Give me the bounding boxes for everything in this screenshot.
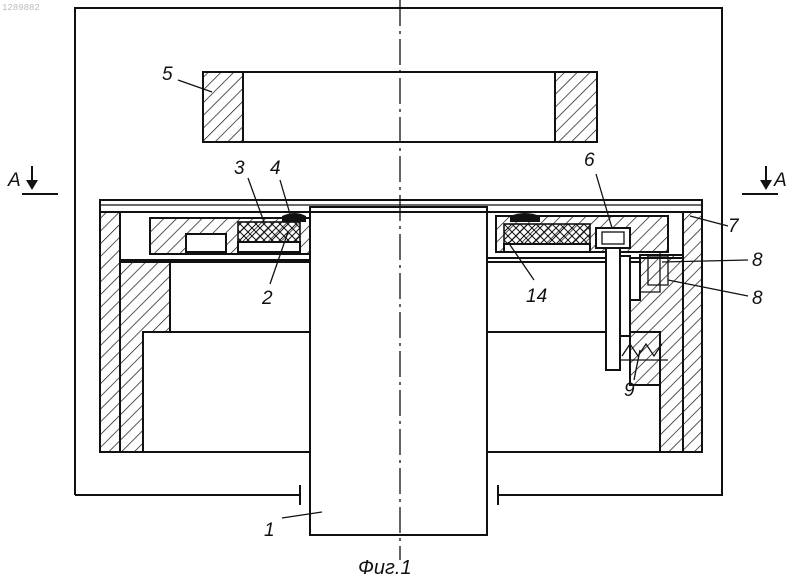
document-id: 1289882 [2,3,40,13]
section-marker-right: A [742,166,787,194]
label-4: 4 [270,158,281,179]
label-8-upper: 8 [752,250,763,271]
label-9: 9 [624,380,635,401]
label-7: 7 [728,216,740,237]
right-disc-assembly [487,212,683,258]
label-1: 1 [264,520,275,541]
section-label-right: A [773,170,787,191]
part-1-shaft [310,207,487,535]
label-5: 5 [162,64,173,85]
left-disc-assembly [120,212,310,260]
section-marker-left: A [7,166,58,194]
figure-caption: Фиг.1 [358,557,412,579]
label-6: 6 [584,150,595,171]
label-14: 14 [526,286,547,307]
label-3: 3 [234,158,245,179]
label-2: 2 [261,288,273,309]
label-8-lower: 8 [752,288,763,309]
section-label-left: A [7,170,21,191]
